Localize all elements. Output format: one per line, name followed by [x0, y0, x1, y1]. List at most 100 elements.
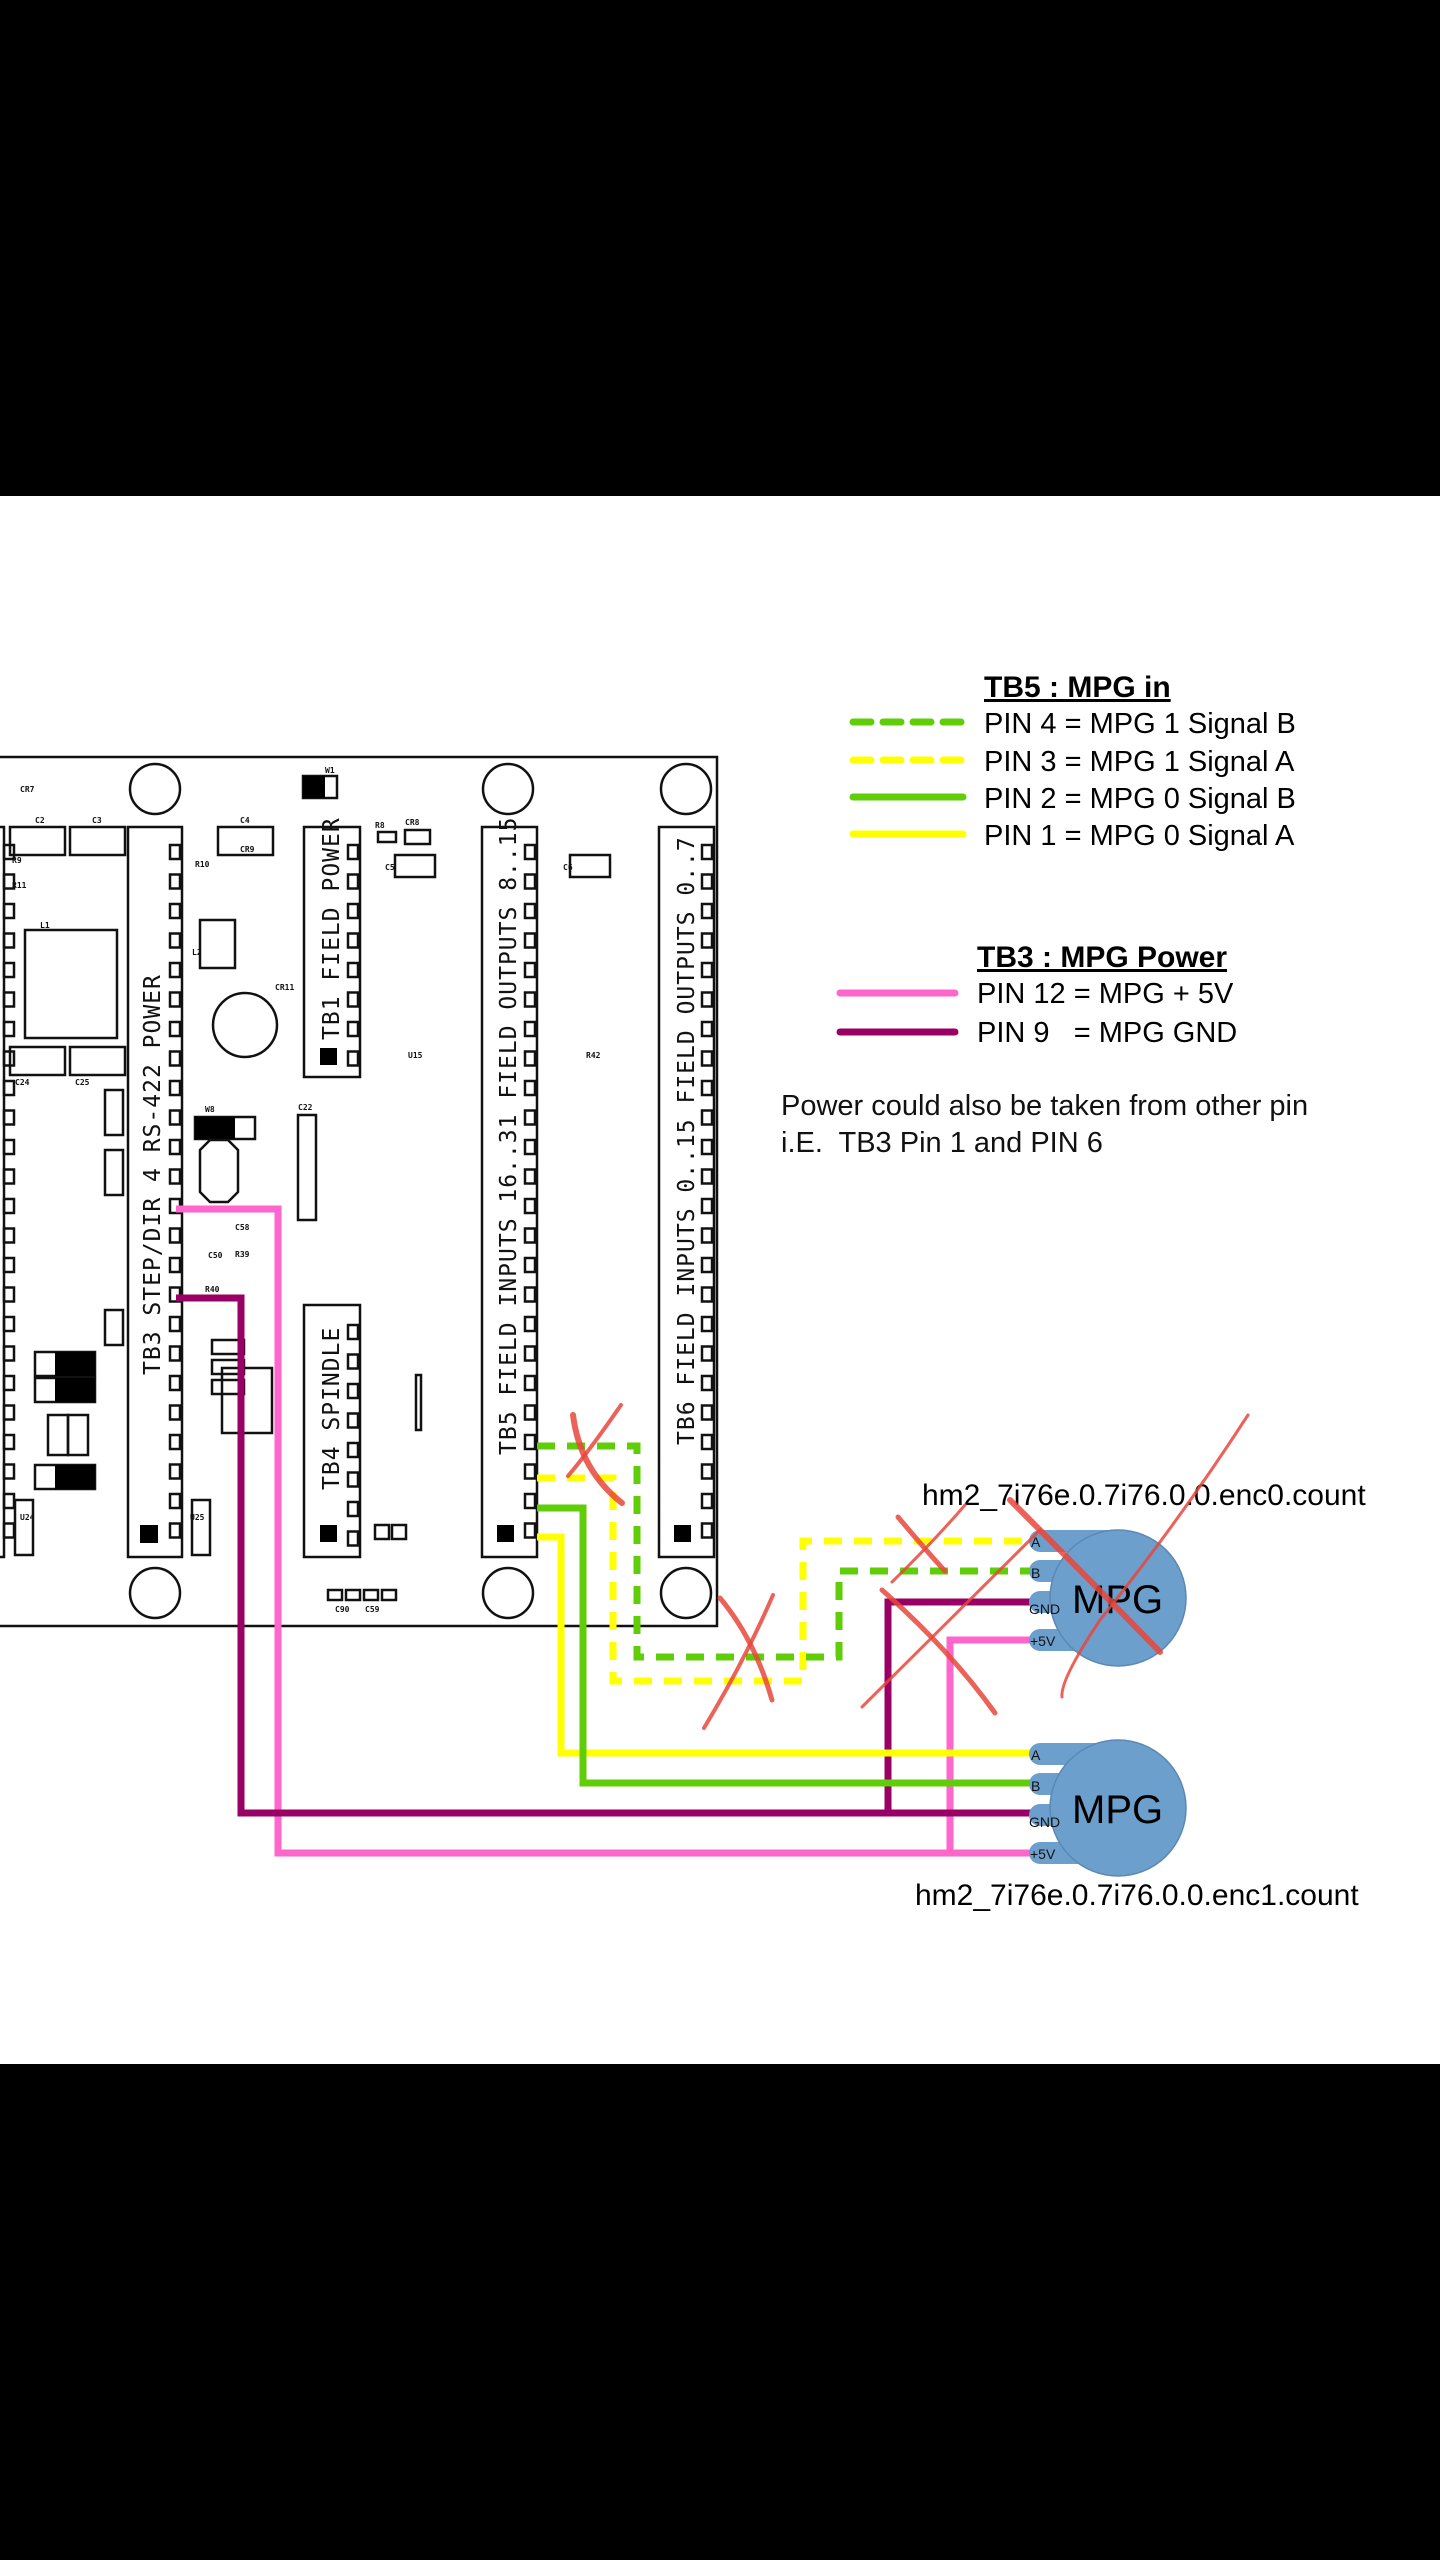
header-pin-pad: [2, 1138, 16, 1156]
comp-label: U15: [408, 1051, 423, 1060]
header-pin-pad: [2, 961, 16, 979]
header-pin-pad: [168, 1463, 182, 1480]
board-outline: [0, 755, 719, 1628]
cross-out-mark: [570, 1412, 625, 1506]
header-pin-pad: [168, 1315, 182, 1333]
header-pin-pad: [168, 1404, 182, 1421]
header-pin-pad: [523, 1256, 537, 1274]
header-pin-pad: [168, 1020, 182, 1038]
mpg0-pin-b-label: B: [1031, 1565, 1040, 1581]
header-tb5: TB5 FIELD INPUTS 16..31 FIELD OUTPUTS 8.…: [480, 817, 539, 1559]
legend-tb5-entry: PIN 4 = MPG 1 Signal B: [984, 708, 1296, 740]
header-pin-pad: [700, 1227, 714, 1244]
header-tb3: TB3 STEP/DIR 4 RS-422 POWER: [126, 825, 184, 1559]
header-pin-pad: [346, 1530, 360, 1547]
header-pin-pad: [700, 843, 714, 861]
header-left-edge: [0, 825, 6, 1559]
wire-mpg1-signal-b: [537, 1442, 1035, 1661]
header-pin-pad: [168, 1374, 182, 1392]
header-pin-pad: [700, 932, 714, 949]
comp-label: C59: [365, 1605, 380, 1614]
cross-out-mark: [1007, 1497, 1163, 1655]
header-tb6-label: TB6 FIELD INPUTS 0..15 FIELD OUTPUTS 0..…: [674, 836, 700, 1445]
mpg1-pin-5v-label: +5V: [1030, 1846, 1056, 1862]
header-pin-pad: [168, 1079, 182, 1097]
mpg0-pin-5v-label: +5V: [1030, 1633, 1056, 1649]
header-pin-pad: [2, 1374, 16, 1392]
header-pin-pad: [2, 1079, 16, 1097]
mpg1-hal-pin-label: hm2_7i76e.0.7i76.0.0.enc1.count: [915, 1879, 1359, 1912]
header-pin-pad: [346, 1441, 360, 1459]
comp-label: L1: [40, 921, 50, 930]
header-pin-pad: [2, 1315, 16, 1333]
header-tb1: TB1 FIELD POWER: [302, 817, 362, 1079]
header-pin-pad: [168, 932, 182, 949]
header-pin-pad: [346, 1471, 360, 1488]
legend-tb5-entry: PIN 2 = MPG 0 Signal B: [984, 783, 1296, 815]
mpg0-pin-a-label: A: [1031, 1534, 1041, 1550]
comp-label: U25: [190, 1513, 205, 1522]
header-pin-pad: [346, 991, 360, 1008]
header-pin-pad: [346, 932, 360, 949]
comp-label: R40: [205, 1285, 220, 1294]
wires: [176, 1205, 1035, 1857]
mounting-hole: [481, 762, 535, 816]
header-pin-pad: [700, 873, 714, 890]
comp-label: C25: [75, 1078, 90, 1087]
cross-out-mark: [879, 1587, 998, 1716]
header-pin-pad: [2, 1463, 16, 1480]
mpg1-pin-a-label: A: [1031, 1747, 1041, 1763]
header-pin-pad: [523, 873, 537, 890]
cross-out-mark: [566, 1403, 623, 1478]
comp-label: C24: [15, 1078, 30, 1087]
cross-out-mark: [890, 1503, 967, 1584]
header-pin-pad: [700, 1522, 714, 1539]
comp-label: R8: [375, 821, 385, 830]
mpg1: A B GND +5V MPG hm2_7i76e.0.7i76.0.0.enc…: [915, 1739, 1359, 1912]
header-pin-pad: [523, 1079, 537, 1097]
header-tb4: TB4 SPINDLE: [302, 1303, 362, 1559]
comp-label: C4: [240, 816, 250, 825]
header-pin-pad: [2, 1433, 16, 1451]
legend-tb5-title: TB5 : MPG in: [984, 671, 1171, 704]
header-tb3-label: TB3 STEP/DIR 4 RS-422 POWER: [140, 974, 166, 1375]
comp-label: U24: [20, 1513, 35, 1522]
comp-label: CR7: [20, 785, 35, 794]
header-pin-pad: [523, 1404, 537, 1421]
header-pin-pad: [168, 1256, 182, 1274]
legend-tb3-entry: PIN 9 = MPG GND: [977, 1017, 1237, 1049]
mpg1-label: MPG: [1072, 1788, 1163, 1832]
pcb-board: TB3 STEP/DIR 4 RS-422 POWER TB1 FIELD PO…: [0, 755, 719, 1628]
cross-out-marks: [566, 1403, 1250, 1730]
cross-out-mark: [1060, 1413, 1250, 1699]
header-pin-pad: [346, 843, 360, 861]
wire-gnd-main: [176, 1294, 1035, 1817]
header-pin-pad: [700, 1404, 714, 1421]
legend-tb5: TB5 : MPG in PIN 4 = MPG 1 Signal B PIN …: [849, 671, 1296, 852]
header-pin-pad: [346, 1500, 360, 1518]
header-pin-pad: [346, 873, 360, 890]
mounting-hole: [128, 1566, 182, 1620]
header-pin-pad: [2, 1345, 16, 1362]
comp-label: R10: [195, 860, 210, 869]
header-pin-pad: [523, 1463, 537, 1480]
header-pin-pad: [523, 1374, 537, 1392]
header-pin-pad: [2, 1256, 16, 1274]
header-pin-pad: [2, 1168, 16, 1185]
header-pin-pad: [523, 1138, 537, 1156]
header-pin-pad: [523, 843, 537, 861]
header-pin-pad: [700, 961, 714, 979]
comp-label: C22: [298, 1103, 313, 1112]
header-pin-pad: [2, 1492, 16, 1510]
wire-mpg0-signal-a: [537, 1533, 1035, 1757]
header-pin-pad: [700, 1374, 714, 1392]
header-pin-pad: [168, 902, 182, 920]
header-pin-pad: [700, 1050, 714, 1067]
header-pin-pad: [2, 1404, 16, 1421]
header-pin-pad: [523, 1345, 537, 1362]
header-pin-pad: [2, 991, 16, 1008]
top-black-band: [0, 0, 1440, 496]
comp-label: R39: [235, 1250, 250, 1259]
comp-label: CR8: [405, 818, 420, 827]
header-pin-pad: [168, 1109, 182, 1126]
